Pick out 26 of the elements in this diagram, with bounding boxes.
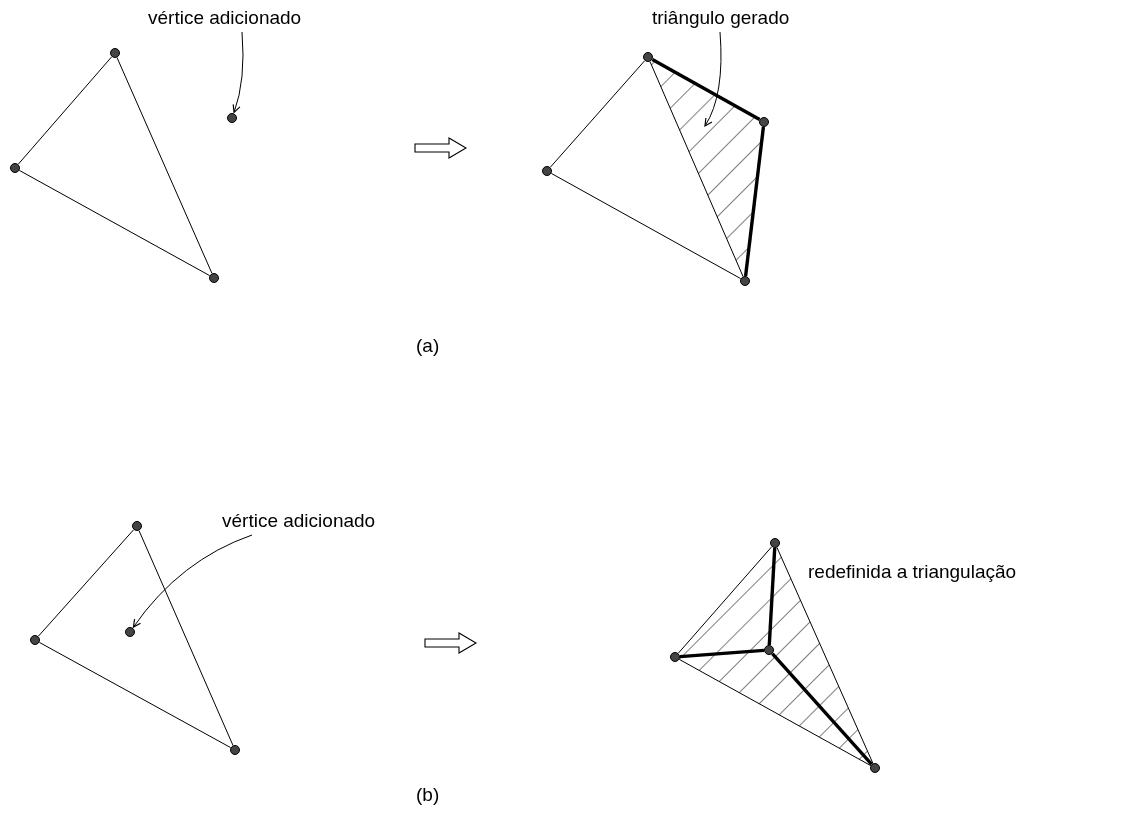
leader-line bbox=[232, 31, 244, 113]
annotation-text: triângulo gerado bbox=[652, 4, 790, 32]
annotation-text: vértice adicionado bbox=[222, 507, 376, 535]
triangle-edge bbox=[18, 169, 211, 277]
leader-line bbox=[132, 534, 253, 628]
panel-label: (a) bbox=[416, 334, 440, 358]
triangle-edge bbox=[771, 652, 873, 766]
triangle-edge bbox=[138, 530, 234, 746]
triangle-edge bbox=[776, 547, 874, 764]
triangle-edge bbox=[37, 529, 135, 637]
triangle-edge bbox=[743, 126, 766, 277]
annotation-text: redefinida a triangulação bbox=[808, 560, 1017, 584]
triangle-edge bbox=[767, 547, 777, 646]
triangle-edge bbox=[679, 648, 765, 659]
triangle-edge bbox=[17, 56, 113, 165]
leader-line bbox=[704, 31, 722, 127]
triangle-edge bbox=[677, 546, 773, 654]
triangle-edge bbox=[116, 57, 213, 274]
annotation-text: vértice adicionado bbox=[148, 4, 302, 32]
triangle-edge bbox=[678, 658, 872, 767]
triangle-edge bbox=[549, 60, 646, 168]
triangle-edge bbox=[649, 61, 744, 277]
triangle-edge bbox=[550, 172, 742, 280]
panel-label: (b) bbox=[416, 783, 440, 807]
triangle-edge bbox=[651, 57, 761, 122]
triangle-edge bbox=[38, 641, 232, 749]
